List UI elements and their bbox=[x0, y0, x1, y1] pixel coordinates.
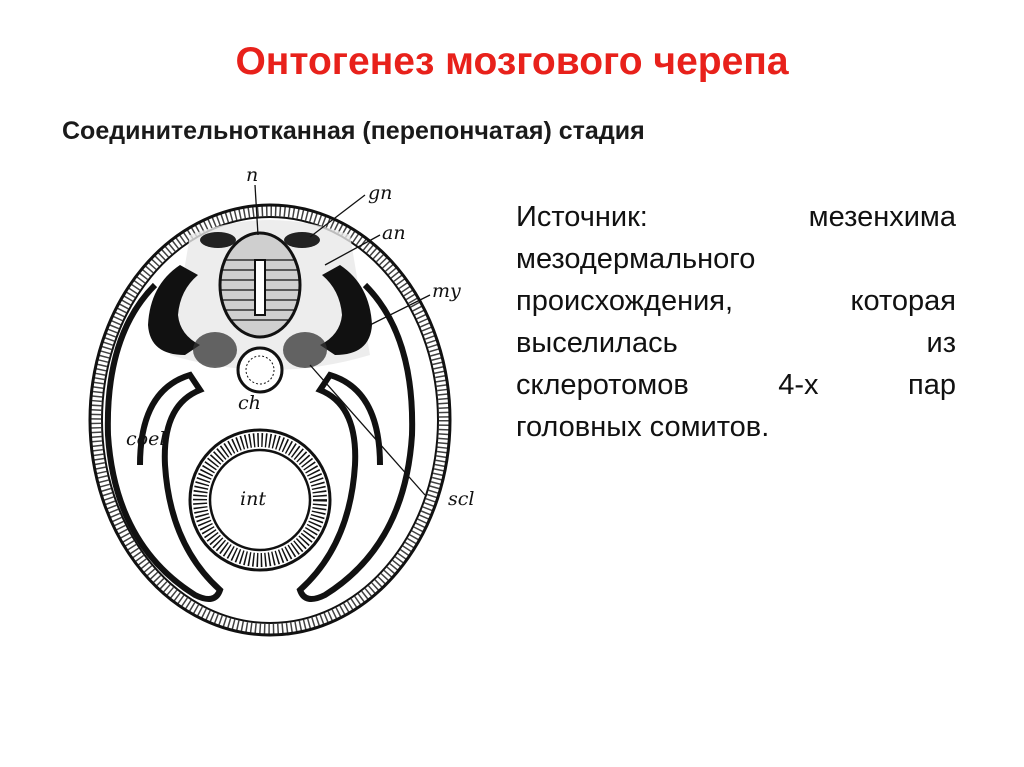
text-line: выселилась из bbox=[516, 327, 956, 359]
pointer-lines bbox=[254, 184, 431, 496]
intestine-wall bbox=[193, 433, 327, 567]
label-an: an bbox=[382, 222, 406, 244]
intestine-outer bbox=[188, 428, 332, 572]
ectoderm-outer bbox=[88, 203, 452, 637]
myotome-left bbox=[148, 265, 200, 355]
notochord bbox=[236, 346, 284, 394]
label-ch: ch bbox=[238, 392, 261, 414]
description-text: Источник: мезенхима мезодермального прои… bbox=[516, 196, 956, 448]
embryo-cross-section-diagram: n gn an my ch coel int scl bbox=[88, 165, 474, 637]
coelom-left bbox=[104, 282, 224, 602]
text-line: головных сомитов. bbox=[516, 411, 770, 443]
slide-subtitle: Соединительнотканная (перепончатая) стад… bbox=[62, 117, 645, 145]
ectoderm-inner bbox=[101, 216, 439, 624]
label-my: my bbox=[432, 280, 461, 302]
text-line: Источник: мезенхима bbox=[516, 201, 956, 233]
ganglion-left bbox=[200, 232, 236, 248]
text-line: мезодермального bbox=[516, 243, 756, 275]
label-scl: scl bbox=[448, 488, 474, 510]
text-line: склеротомов 4-х пар bbox=[516, 369, 956, 401]
coelom-right bbox=[296, 282, 416, 602]
intestine-lumen bbox=[208, 448, 312, 552]
ganglion-right bbox=[284, 232, 320, 248]
ectoderm-hatch bbox=[91, 206, 449, 634]
label-n: n bbox=[246, 165, 258, 186]
myotome-right bbox=[320, 265, 372, 355]
label-gn: gn bbox=[368, 182, 392, 204]
label-int: int bbox=[240, 488, 266, 510]
neural-canal bbox=[254, 259, 266, 316]
label-coel: coel bbox=[126, 428, 165, 450]
slide-title: Онтогенез мозгового черепа bbox=[235, 40, 789, 83]
text-line: происхождения, которая bbox=[516, 285, 956, 317]
